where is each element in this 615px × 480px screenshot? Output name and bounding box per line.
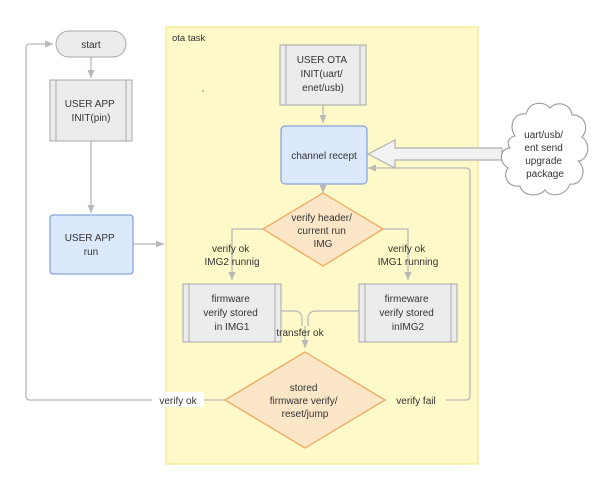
stray-dot [202, 90, 204, 92]
cloud-shape [500, 102, 589, 196]
user-ota-init-label: USER OTA INIT(uart/ enet/usb) [297, 55, 350, 94]
user-app-run-label: USER APP run [65, 233, 118, 258]
edge-img2-merge [307, 310, 359, 326]
transfer-ok-label: transfer ok [276, 328, 324, 339]
edge-header-to-img1 [228, 228, 263, 280]
edge-verify-ok-loop [25, 40, 225, 401]
user-app-run-node [49, 214, 134, 275]
channel-recept-label: channel recept [291, 151, 357, 162]
cloud-label: uart/usb/ ent send upgrade package [524, 130, 566, 180]
verify-fail-label-bg [386, 392, 446, 407]
start-label: start [81, 40, 101, 51]
user-app-init-node [49, 79, 133, 142]
edges [25, 40, 471, 401]
left-branch-label: verify ok IMG2 runnig [204, 244, 259, 268]
verify-fail-label: verify fail [396, 396, 435, 407]
firmware-img1-node [182, 283, 282, 343]
firmware-img2-node [358, 283, 458, 343]
verify-ok-label: verify ok [159, 396, 197, 407]
stored-verify-decision [223, 351, 387, 449]
right-branch-label: verify ok IMG1 running [378, 244, 439, 268]
edge-header-to-img2 [383, 228, 412, 280]
verify-header-label: verify header/ current run IMG [291, 213, 354, 250]
verify-ok-label-bg [152, 392, 204, 407]
user-app-init-label: USER APP INIT(pin) [65, 99, 118, 124]
user-ota-init-node [279, 44, 367, 106]
ota-task-title: ota task [172, 33, 206, 44]
firmware-img1-label: firmware verify stored in IMG1 [203, 294, 260, 333]
start-node [55, 30, 127, 58]
stored-verify-label: stored firmware verify/ reset/jump [270, 383, 341, 420]
edge-img1-merge [281, 310, 303, 326]
firmware-img2-label: firmeware verify stored inIMG2 [379, 294, 436, 333]
channel-recept-node [280, 125, 368, 185]
verify-header-decision [261, 192, 385, 267]
edge-verify-fail-loop [368, 164, 471, 401]
